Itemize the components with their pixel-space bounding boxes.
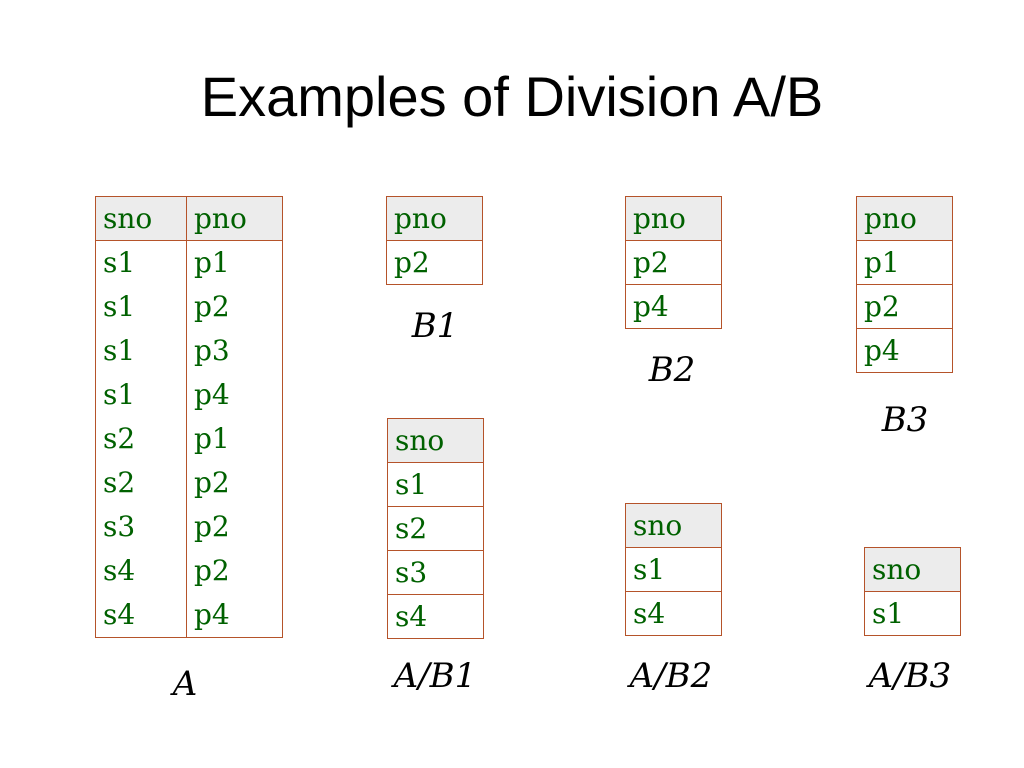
table-row: s4 xyxy=(626,592,722,636)
table-cell: p2 xyxy=(625,240,722,285)
table-row: s3 xyxy=(387,550,484,595)
table-row: p2 xyxy=(625,240,722,285)
header-cell: pno xyxy=(625,196,722,241)
table-cell: p3 xyxy=(186,329,283,373)
table-cell: s4 xyxy=(95,593,187,638)
table-cell: p4 xyxy=(186,373,283,417)
table-a-div-b3: sno s1 xyxy=(864,547,961,636)
table-header-row: pno xyxy=(386,196,483,241)
table-cell: s3 xyxy=(387,550,484,595)
table-cell: s2 xyxy=(95,417,187,461)
table-cell: s2 xyxy=(387,506,484,551)
table-cell: p4 xyxy=(633,289,669,323)
table-cell: p1 xyxy=(186,240,283,285)
table-row: s1 xyxy=(387,462,484,507)
caption-a: A xyxy=(172,664,198,704)
table-header-row: sno pno xyxy=(95,196,283,241)
table-b3: pno p1 p2 p4 xyxy=(856,196,953,373)
table-cell: s1 xyxy=(95,285,187,329)
table-cell: s1 xyxy=(872,596,905,630)
table-a-div-b2: sno s1 s4 xyxy=(625,503,722,636)
table-cell: p2 xyxy=(186,549,283,593)
header-cell: pno xyxy=(856,196,953,241)
table-b2: pno p2 p4 xyxy=(625,196,722,329)
table-row: s1 xyxy=(625,547,722,592)
table-header-row: sno xyxy=(864,547,961,592)
table-row: p1 xyxy=(856,240,953,285)
table-cell: s4 xyxy=(633,596,666,630)
header-cell: sno xyxy=(95,196,187,241)
table-row: p2 xyxy=(387,241,483,285)
table-cell: p2 xyxy=(394,245,430,279)
table-cell: p1 xyxy=(186,417,283,461)
table-cell: p2 xyxy=(186,505,283,549)
caption-b1: B1 xyxy=(411,306,459,346)
table-cell: p2 xyxy=(186,285,283,329)
table-cell: s1 xyxy=(95,329,187,373)
table-cell: s1 xyxy=(95,373,187,417)
table-cell: p4 xyxy=(186,593,283,638)
caption-a-div-b1: A/B1 xyxy=(393,656,477,696)
header-cell: sno xyxy=(625,503,722,548)
table-cell: s1 xyxy=(625,547,722,592)
table-header-row: sno xyxy=(387,418,484,463)
table-row: p4 xyxy=(626,285,722,329)
table-cell: s4 xyxy=(395,599,428,633)
caption-a-div-b2: A/B2 xyxy=(629,656,713,696)
table-row: p4 xyxy=(857,329,953,373)
table-cell: p2 xyxy=(186,461,283,505)
header-cell: pno xyxy=(386,196,483,241)
header-cell: sno xyxy=(387,418,484,463)
table-a-div-b1: sno s1 s2 s3 s4 xyxy=(387,418,484,639)
table-cell: s1 xyxy=(95,240,187,285)
header-cell: sno xyxy=(864,547,961,592)
table-row: s4 xyxy=(388,595,484,639)
table-cell: s3 xyxy=(95,505,187,549)
caption-b2: B2 xyxy=(648,350,696,390)
table-header-row: sno xyxy=(625,503,722,548)
table-b1: pno p2 xyxy=(386,196,483,285)
table-row: s1 xyxy=(865,592,961,636)
header-cell: pno xyxy=(186,196,283,241)
table-cell: p2 xyxy=(856,284,953,329)
table-row: s2 xyxy=(387,506,484,551)
caption-b3: B3 xyxy=(881,400,929,440)
page-title: Examples of Division A/B xyxy=(200,65,824,128)
table-cell: s1 xyxy=(387,462,484,507)
table-cell: p1 xyxy=(856,240,953,285)
table-cell: p4 xyxy=(864,333,900,367)
caption-a-div-b3: A/B3 xyxy=(868,656,952,696)
table-cell: s2 xyxy=(95,461,187,505)
table-header-row: pno xyxy=(856,196,953,241)
table-cell: s4 xyxy=(95,549,187,593)
table-row: p2 xyxy=(856,284,953,329)
table-header-row: pno xyxy=(625,196,722,241)
